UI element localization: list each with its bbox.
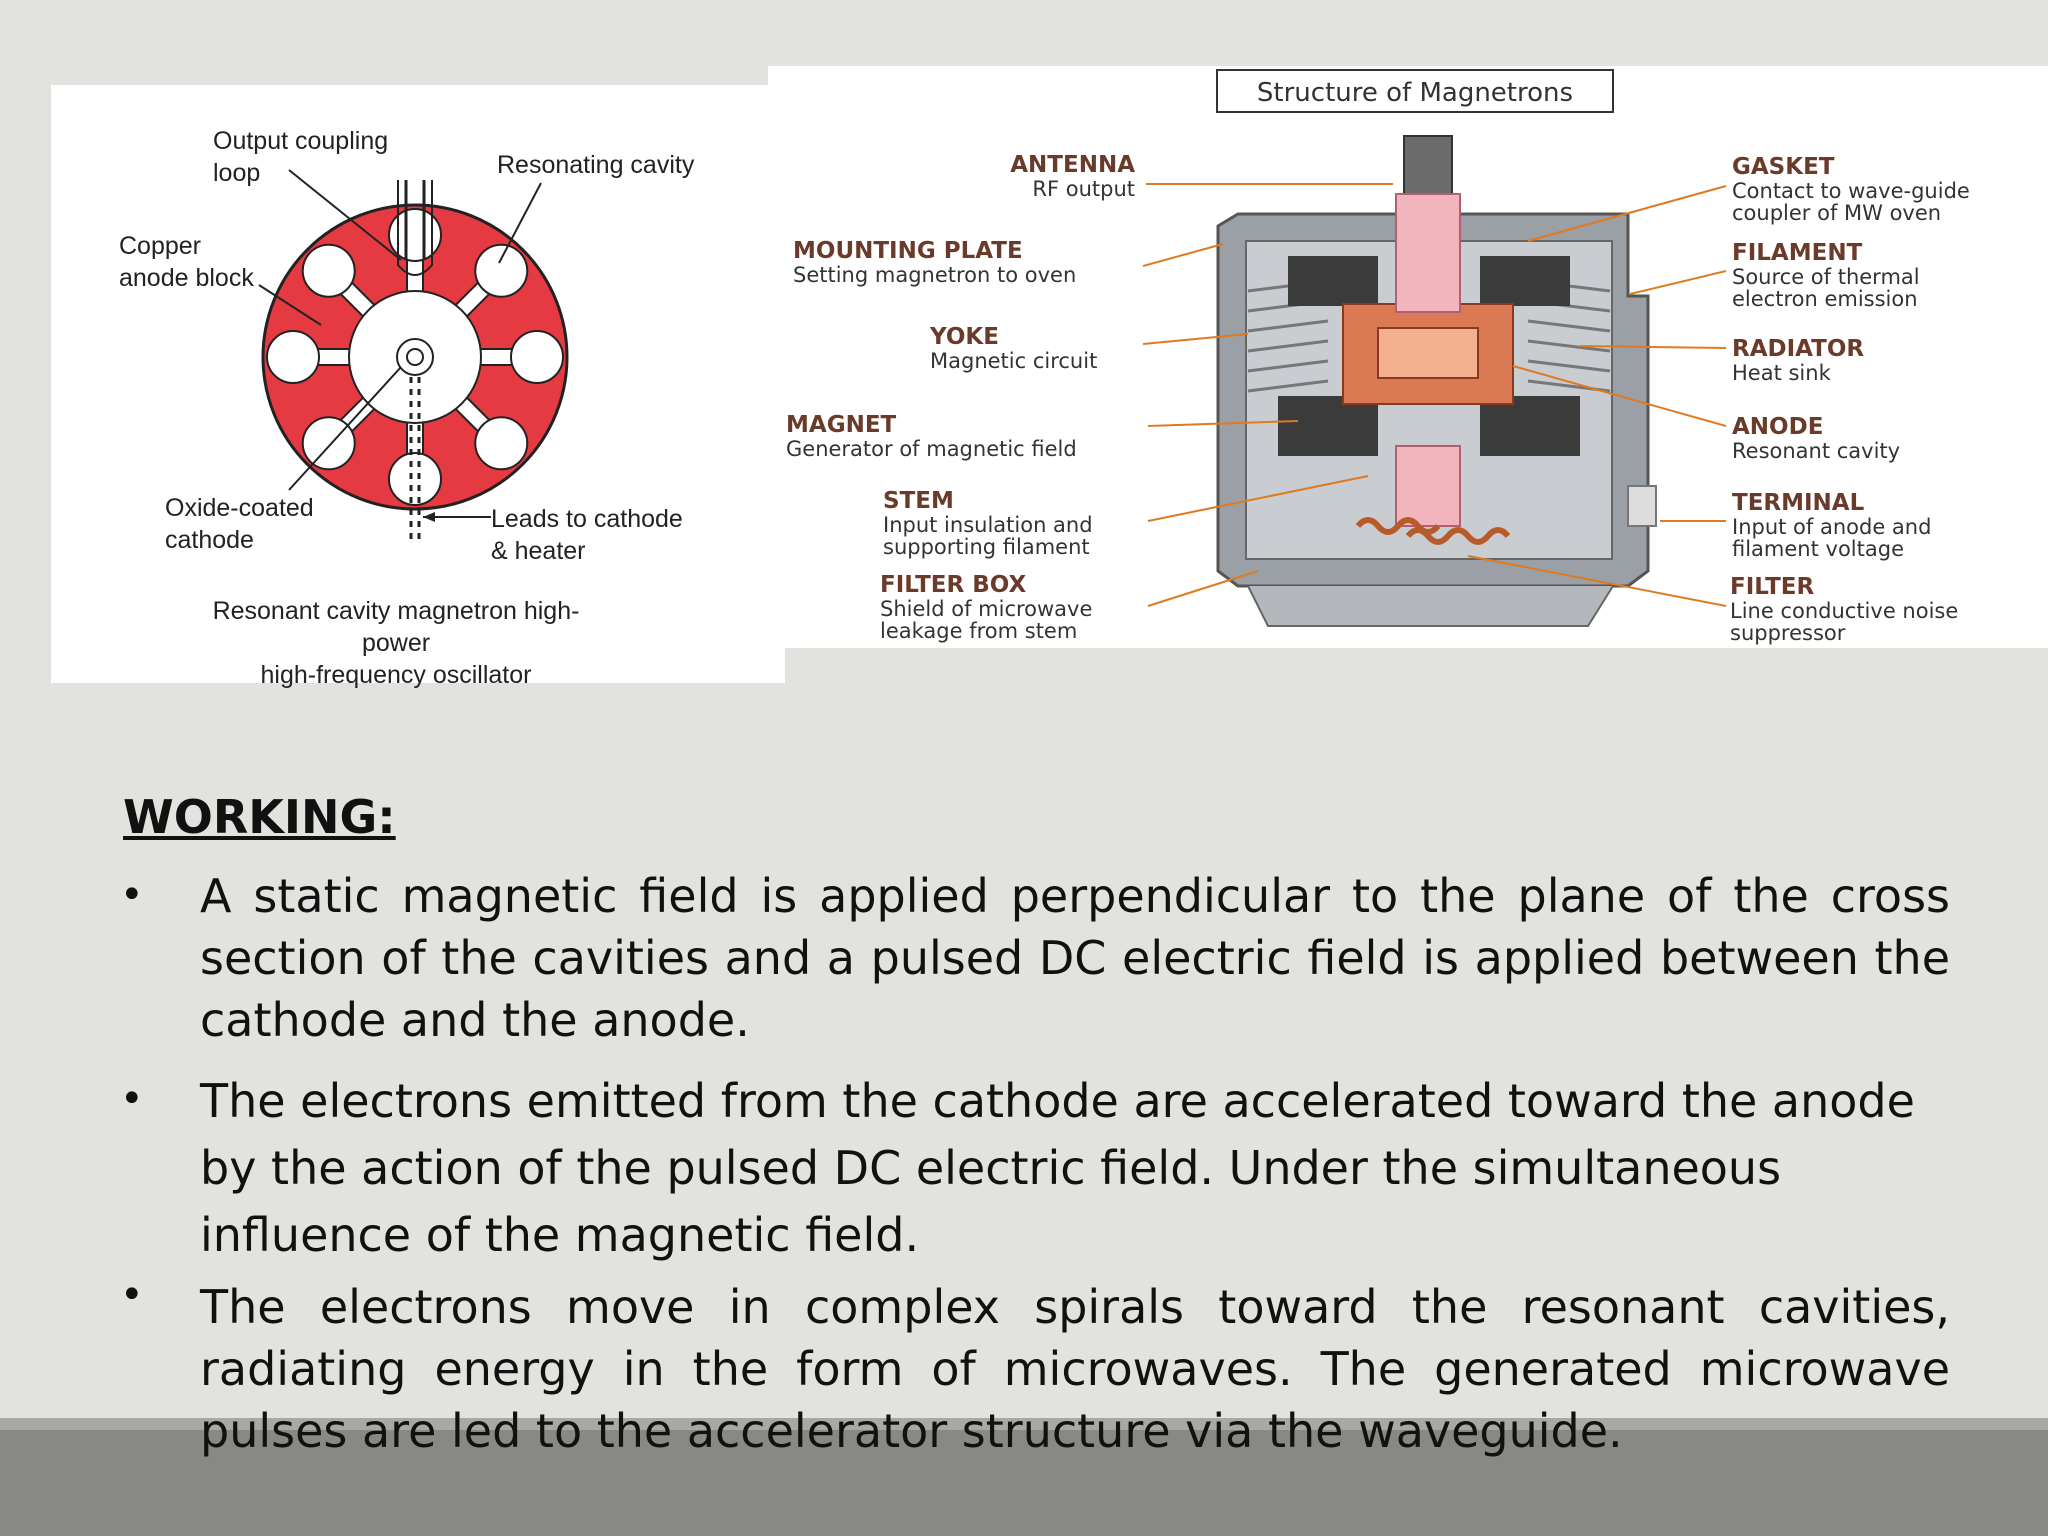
magnetron-structure-diagram: Structure of Magnetrons ANTENNA RF outpu… [768, 66, 2048, 648]
part-desc: Resonant cavity [1732, 439, 1901, 463]
part-desc: Heat sink [1732, 361, 1831, 385]
output-coupling-loop-shape [404, 180, 426, 260]
bullet-marker: • [120, 1076, 144, 1122]
part-name: FILAMENT [1732, 240, 1863, 266]
cavity-magnetron-drawing [258, 169, 569, 545]
resonant-cavities [266, 208, 564, 506]
leads-to-cathode-label: Leads to cathode & heater [491, 505, 683, 565]
filter-coils [1355, 517, 1511, 545]
part-gasket: GASKET Contact to wave-guide coupler of … [1732, 154, 1970, 224]
leader-lines [1142, 183, 1727, 607]
part-yoke: YOKE Magnetic circuit [930, 324, 1097, 372]
part-mounting-plate: MOUNTING PLATE Setting magnetron to oven [793, 238, 1907, 286]
cavity-diagram-caption: Resonant cavity magnetron high-power hig… [212, 597, 580, 689]
footer-band [0, 1418, 2048, 1536]
cavity [388, 208, 442, 296]
cavity [301, 243, 379, 321]
cavity [266, 330, 354, 384]
part-antenna: ANTENNA RF output [1010, 152, 1135, 200]
part-name: YOKE [930, 324, 999, 350]
part-stem: STEM Input insulation and supporting fil… [883, 488, 1093, 558]
part-desc: Input of anode and filament voltage [1732, 515, 1932, 561]
bullet-marker: • [120, 1272, 144, 1318]
part-desc: Contact to wave-guide coupler of MW oven [1732, 179, 1970, 225]
part-radiator: RADIATOR Heat sink [1732, 336, 1864, 384]
structure-title: Structure of Magnetrons [1216, 69, 1614, 113]
working-bullet-2: The electrons emitted from the cathode a… [200, 1074, 1915, 1262]
terminal-shape [1627, 485, 1657, 527]
part-name: FILTER [1730, 574, 1815, 600]
part-magnet: MAGNET Generator of magnetic field [786, 412, 1077, 460]
oxide-coated-cathode-label: Oxide-coated cathode [165, 494, 314, 554]
part-name: ANTENNA [1010, 152, 1135, 178]
working-heading: WORKING: [123, 790, 396, 844]
working-bullet-3: The electrons move in complex spirals to… [200, 1280, 1950, 1458]
part-filter-box: FILTER BOX Shield of microwave leakage f… [880, 572, 1092, 642]
cavity-magnetron-diagram: Output coupling loop Resonating cavity C… [51, 85, 785, 689]
bullet-marker: • [120, 872, 144, 918]
copper-anode-block-label: Copper anode block [119, 232, 254, 292]
antenna-cap [1403, 135, 1453, 197]
part-name: MOUNTING PLATE [793, 238, 1023, 264]
resonating-cavity-label: Resonating cavity [497, 151, 695, 179]
part-name: GASKET [1732, 154, 1835, 180]
part-desc: Line conductive noise suppressor [1730, 599, 1959, 645]
upper-magnet-right [1480, 256, 1570, 306]
part-name: TERMINAL [1732, 490, 1865, 516]
stem-ceramic [1395, 445, 1461, 527]
part-desc: Source of thermal electron emission [1732, 265, 1920, 311]
upper-magnet-left [1288, 256, 1378, 306]
part-name: RADIATOR [1732, 336, 1865, 362]
part-name: FILTER BOX [880, 572, 1027, 598]
part-desc: RF output [1032, 177, 1135, 201]
magnetron-cutaway-drawing [1142, 135, 1727, 627]
part-desc: Input insulation and supporting filament [883, 513, 1093, 559]
working-bullet-1: A static magnetic field is applied perpe… [200, 869, 1950, 1047]
part-desc: Generator of magnetic field [786, 437, 1077, 461]
part-desc: Shield of microwave leakage from stem [880, 597, 1093, 643]
output-coupling-loop-label: Output coupling loop [213, 127, 389, 187]
cavity [451, 393, 529, 471]
lower-magnet-left [1278, 396, 1378, 456]
footer-line [0, 1418, 2048, 1430]
part-name: STEM [883, 488, 954, 514]
part-anode: ANODE Resonant cavity [1732, 414, 1900, 462]
part-desc: Magnetic circuit [930, 349, 1098, 373]
lower-magnet-right [1480, 396, 1580, 456]
part-name: MAGNET [786, 412, 897, 438]
part-filament: FILAMENT Source of thermal electron emis… [1732, 240, 1920, 310]
part-terminal: TERMINAL Input of anode and filament vol… [1732, 490, 1931, 560]
part-desc: Setting magnetron to oven [793, 263, 1077, 287]
part-name: ANODE [1732, 414, 1824, 440]
antenna-ceramic [1395, 193, 1461, 313]
cavity [451, 243, 529, 321]
part-filter: FILTER Line conductive noise suppressor [1730, 574, 1958, 644]
radiator-fins [1247, 279, 1611, 393]
